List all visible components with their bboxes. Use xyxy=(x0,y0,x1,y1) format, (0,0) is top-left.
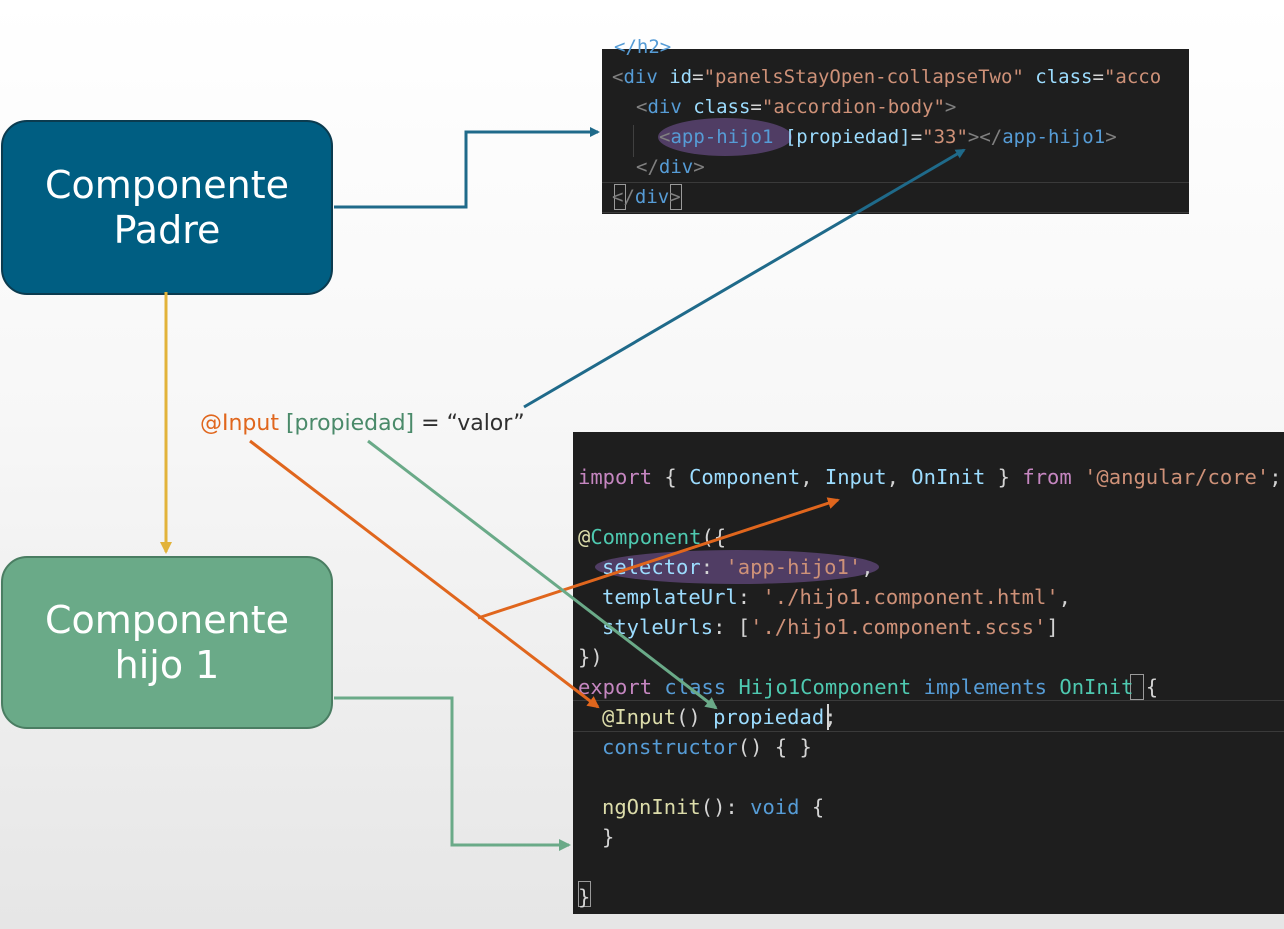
code-line: export class Hijo1Component implements O… xyxy=(578,675,1159,699)
text-cursor xyxy=(827,704,829,730)
code-line: @Input() propiedad; xyxy=(602,705,837,729)
bracket-match-box xyxy=(578,881,591,907)
code-line: </h2> xyxy=(614,36,672,58)
code-line: <div id="panelsStayOpen-collapseTwo" cla… xyxy=(612,66,1162,88)
property-to-member-arrow xyxy=(367,439,718,710)
bracket-match-box xyxy=(1130,674,1144,700)
bracket-match-box xyxy=(670,184,682,210)
code-line: <div class="accordion-body"> xyxy=(636,96,957,118)
code-line: }) xyxy=(578,645,603,669)
padre-to-html-arrow xyxy=(334,127,600,209)
componente-hijo-box: Componente hijo 1 xyxy=(1,556,333,729)
code-line: @Component({ xyxy=(578,525,727,549)
html-template-snippet: </h2> <div id="panelsStayOpen-collapseTw… xyxy=(602,36,1189,214)
code-line: constructor() { } xyxy=(602,735,812,759)
active-line xyxy=(573,700,1284,732)
code-line: import { Component, Input, OnInit } from… xyxy=(578,465,1282,489)
componente-padre-label: Componente Padre xyxy=(45,162,289,252)
code-line: </div> xyxy=(636,156,705,178)
code-line: templateUrl: './hijo1.component.html', xyxy=(602,585,1072,609)
code-line: selector: 'app-hijo1', xyxy=(602,555,874,579)
input-to-decorator-arrow xyxy=(249,439,600,709)
indent-guide xyxy=(633,125,634,157)
code-line: } xyxy=(602,825,615,849)
bracket-match-box xyxy=(614,184,626,210)
code-line: <app-hijo1 [propiedad]="33"></app-hijo1> xyxy=(659,126,1117,148)
app-hijo1-highlight xyxy=(658,118,792,156)
code-line: styleUrls: ['./hijo1.component.scss'] xyxy=(602,615,1059,639)
active-line xyxy=(602,182,1189,213)
typescript-component-snippet: import { Component, Input, OnInit } from… xyxy=(573,432,1284,914)
code-line: ngOnInit(): void { xyxy=(602,795,825,819)
property-binding-text: [propiedad] xyxy=(285,411,415,436)
input-binding-label: @Input [propiedad] = “valor” xyxy=(200,411,525,436)
code-line: </div> xyxy=(612,186,681,208)
label-to-propiedad-arrow xyxy=(523,148,966,409)
input-decorator-text: @Input xyxy=(200,411,279,436)
orange-branch-to-import xyxy=(477,497,840,620)
componente-padre-box: Componente Padre xyxy=(1,120,333,295)
selector-highlight xyxy=(595,550,879,584)
componente-hijo-label: Componente hijo 1 xyxy=(45,597,289,687)
hijo-to-ts-arrow xyxy=(334,696,571,851)
value-text: = “valor” xyxy=(414,411,525,436)
code-line: } xyxy=(578,885,591,909)
